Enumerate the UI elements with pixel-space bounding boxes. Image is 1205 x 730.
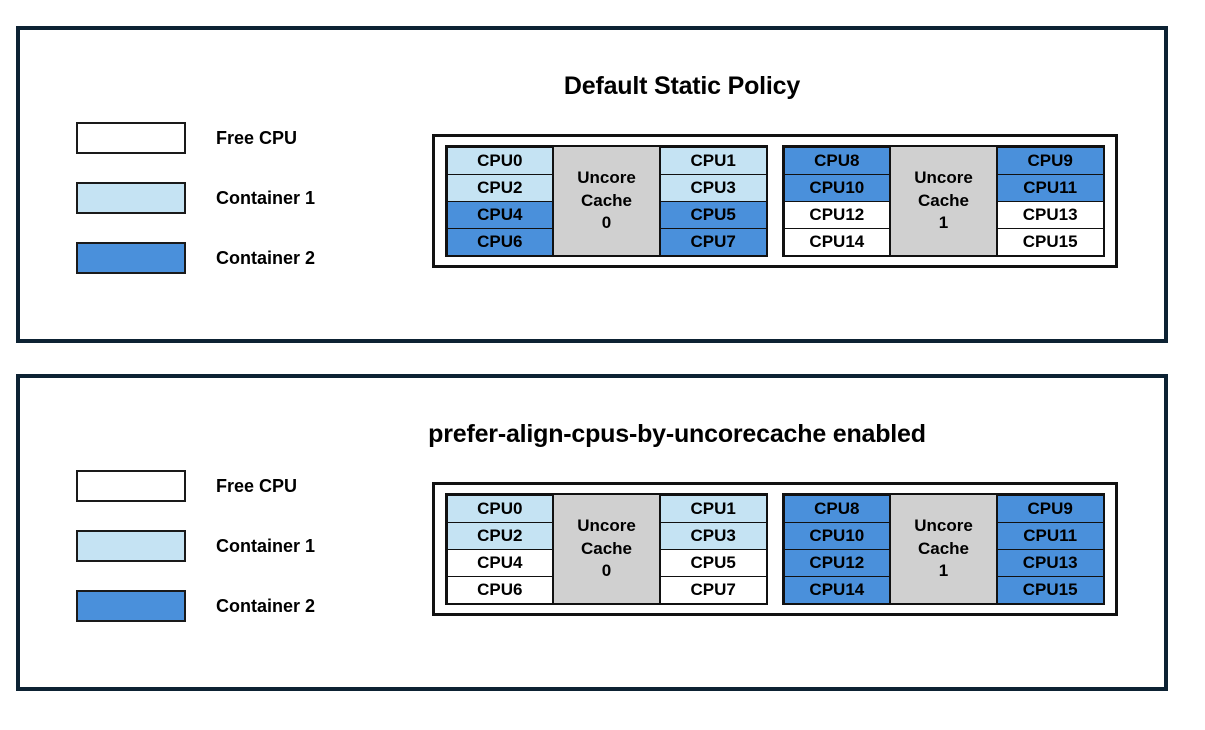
- uncore-cache-label-1: Uncore Cache 1: [889, 147, 998, 255]
- uncore-cache-line-1: Uncore: [577, 168, 636, 188]
- legend-label-container-2: Container 2: [216, 247, 316, 268]
- uncore-cache-line-1: Uncore: [914, 516, 973, 536]
- uncore-cache-line-2: Cache: [580, 190, 633, 210]
- uncore-cache-line-1: Uncore: [577, 516, 636, 536]
- legend-label-container-1: Container 1: [216, 187, 316, 208]
- cache-group-0-left-column: CPU0 CPU2 CPU4 CPU6: [446, 146, 554, 256]
- uncore-cache-index: 1: [938, 213, 949, 233]
- legend-item-container-2: Container 2: [76, 590, 396, 622]
- cpu-topology-diagram: CPU0 CPU2 CPU4 CPU6 Uncore Cache 0 CPU1 …: [432, 134, 1118, 268]
- cpu-cell: CPU3: [659, 173, 767, 202]
- cpu-cell: CPU15: [996, 575, 1104, 604]
- cpu-cell: CPU11: [996, 173, 1104, 202]
- cpu-cell: CPU7: [659, 227, 767, 256]
- legend-swatch-container-2: [76, 242, 186, 274]
- cpu-cell: CPU14: [783, 575, 891, 604]
- legend-swatch-container-2: [76, 590, 186, 622]
- cpu-cell: CPU12: [783, 200, 891, 229]
- cpu-cell: CPU5: [659, 548, 767, 577]
- cache-group-1: CPU8 CPU10 CPU12 CPU14 Uncore Cache 1 CP…: [782, 493, 1105, 605]
- cpu-cell: CPU10: [783, 173, 891, 202]
- cache-group-0-right-column: CPU1 CPU3 CPU5 CPU7: [659, 146, 767, 256]
- legend-swatch-free-cpu: [76, 122, 186, 154]
- cpu-cell: CPU13: [996, 548, 1104, 577]
- uncore-cache-label-0: Uncore Cache 0: [552, 147, 661, 255]
- cpu-cell: CPU11: [996, 521, 1104, 550]
- legend: Free CPU Container 1 Container 2: [76, 470, 396, 650]
- cpu-cell: CPU2: [446, 521, 554, 550]
- legend-item-container-1: Container 1: [76, 182, 396, 214]
- panel-default-static-policy: Default Static Policy Free CPU Container…: [16, 26, 1168, 343]
- cache-group-1-right-column: CPU9 CPU11 CPU13 CPU15: [996, 146, 1104, 256]
- cpu-cell: CPU6: [446, 575, 554, 604]
- legend-swatch-free-cpu: [76, 470, 186, 502]
- cpu-cell: CPU8: [783, 146, 891, 175]
- cache-group-0-left-column: CPU0 CPU2 CPU4 CPU6: [446, 494, 554, 604]
- cpu-cell: CPU10: [783, 521, 891, 550]
- cpu-cell: CPU5: [659, 200, 767, 229]
- uncore-cache-label-1: Uncore Cache 1: [889, 495, 998, 603]
- legend-label-container-2: Container 2: [216, 595, 316, 616]
- cpu-cell: CPU13: [996, 200, 1104, 229]
- cpu-cell: CPU0: [446, 494, 554, 523]
- panel-prefer-align-cpus-by-uncorecache: prefer-align-cpus-by-uncorecache enabled…: [16, 374, 1168, 691]
- uncore-cache-index: 0: [601, 561, 612, 581]
- legend-item-container-1: Container 1: [76, 530, 396, 562]
- cpu-cell: CPU7: [659, 575, 767, 604]
- cpu-cell: CPU4: [446, 548, 554, 577]
- cpu-cell: CPU12: [783, 548, 891, 577]
- cpu-cell: CPU15: [996, 227, 1104, 256]
- legend: Free CPU Container 1 Container 2: [76, 122, 396, 302]
- cpu-cell: CPU6: [446, 227, 554, 256]
- cpu-cell: CPU1: [659, 146, 767, 175]
- cache-group-1-right-column: CPU9 CPU11 CPU13 CPU15: [996, 494, 1104, 604]
- cache-group-0: CPU0 CPU2 CPU4 CPU6 Uncore Cache 0 CPU1 …: [445, 145, 768, 257]
- page-title: prefer-align-cpus-by-uncorecache enabled: [428, 420, 926, 448]
- cpu-cell: CPU9: [996, 494, 1104, 523]
- cpu-cell: CPU2: [446, 173, 554, 202]
- legend-swatch-container-1: [76, 530, 186, 562]
- cpu-cell: CPU14: [783, 227, 891, 256]
- page-title: Default Static Policy: [563, 72, 801, 100]
- cache-group-1-left-column: CPU8 CPU10 CPU12 CPU14: [783, 146, 891, 256]
- cpu-cell: CPU9: [996, 146, 1104, 175]
- legend-label-container-1: Container 1: [216, 535, 316, 556]
- cpu-topology-diagram: CPU0 CPU2 CPU4 CPU6 Uncore Cache 0 CPU1 …: [432, 482, 1118, 616]
- legend-item-free-cpu: Free CPU: [76, 470, 396, 502]
- uncore-cache-index: 0: [601, 213, 612, 233]
- cache-group-0-right-column: CPU1 CPU3 CPU5 CPU7: [659, 494, 767, 604]
- uncore-cache-line-2: Cache: [917, 190, 970, 210]
- cpu-cell: CPU4: [446, 200, 554, 229]
- legend-label-free-cpu: Free CPU: [216, 475, 298, 496]
- uncore-cache-line-2: Cache: [917, 538, 970, 558]
- cpu-cell: CPU8: [783, 494, 891, 523]
- cache-group-1-left-column: CPU8 CPU10 CPU12 CPU14: [783, 494, 891, 604]
- cpu-cell: CPU1: [659, 494, 767, 523]
- legend-swatch-container-1: [76, 182, 186, 214]
- legend-item-container-2: Container 2: [76, 242, 396, 274]
- cpu-cell: CPU0: [446, 146, 554, 175]
- uncore-cache-label-0: Uncore Cache 0: [552, 495, 661, 603]
- cpu-cell: CPU3: [659, 521, 767, 550]
- uncore-cache-line-1: Uncore: [914, 168, 973, 188]
- uncore-cache-line-2: Cache: [580, 538, 633, 558]
- uncore-cache-index: 1: [938, 561, 949, 581]
- cache-group-0: CPU0 CPU2 CPU4 CPU6 Uncore Cache 0 CPU1 …: [445, 493, 768, 605]
- legend-label-free-cpu: Free CPU: [216, 127, 298, 148]
- cache-group-1: CPU8 CPU10 CPU12 CPU14 Uncore Cache 1 CP…: [782, 145, 1105, 257]
- legend-item-free-cpu: Free CPU: [76, 122, 396, 154]
